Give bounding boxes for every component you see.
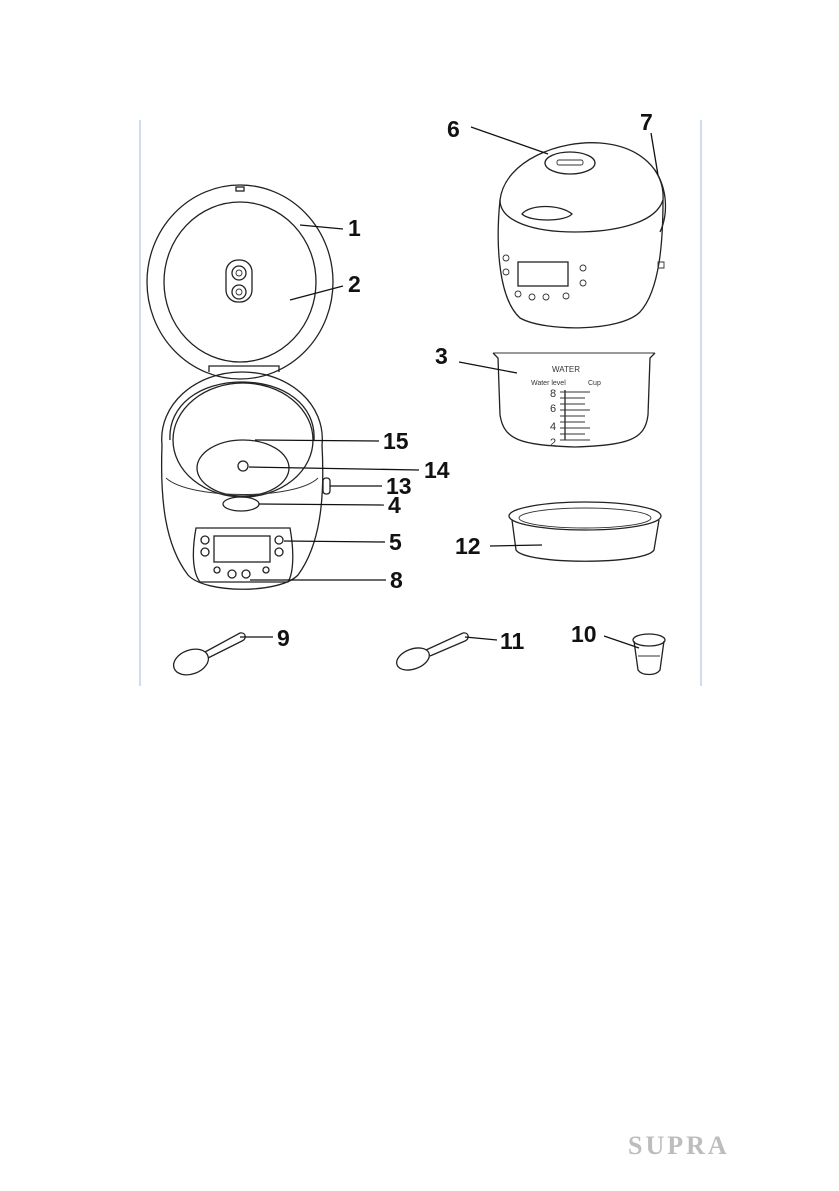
bowl-water-title: WATER: [552, 365, 580, 374]
panel-button-b4: [262, 566, 270, 574]
measuring-cup-body: [633, 640, 665, 676]
callout-1: 1: [348, 215, 361, 241]
measuring-cup-rim: [632, 633, 666, 647]
bowl-mark-6: 6: [550, 403, 556, 415]
open-cooker-illustration: [146, 184, 334, 590]
leader-12: [489, 544, 543, 547]
body-rim-outer: [161, 371, 323, 446]
closed-display: [517, 261, 569, 287]
panel-button-b1: [213, 566, 221, 574]
callout-13: 13: [386, 473, 412, 499]
leader-7: [650, 132, 659, 176]
rice-paddle-head: [172, 648, 210, 676]
callout-10: 10: [571, 621, 597, 647]
closed-cooker-illustration: [497, 142, 667, 329]
callout-15: 15: [383, 428, 409, 454]
closed-lid-button: [521, 205, 573, 221]
steamer-tray-illustration: [508, 501, 662, 562]
cooker-body: [160, 444, 324, 590]
spoon-9-illustration: [172, 632, 246, 676]
leader-15: [254, 439, 380, 442]
power-cord-socket: [654, 169, 667, 233]
measuring-cup-illustration: [632, 633, 666, 676]
panel-button-l1: [200, 535, 210, 545]
ladle-handle: [425, 632, 469, 657]
leader-2: [289, 285, 344, 301]
callout-4: 4: [388, 492, 401, 518]
steam-valve-bottom: [231, 284, 247, 300]
spoon-11-illustration: [396, 632, 469, 671]
panel-button-l2: [200, 547, 210, 557]
callout-3: 3: [435, 343, 448, 369]
callout-11: 11: [500, 628, 525, 654]
closed-lid: [499, 142, 664, 233]
steam-vent-cover: [544, 151, 596, 175]
callout-7: 7: [640, 109, 653, 135]
lid-hinge: [208, 365, 280, 372]
panel-button-b2: [227, 569, 237, 579]
supra-logo: SUPRA: [628, 1131, 730, 1160]
rice-paddle-handle: [204, 632, 246, 659]
bowl-cup-label: Cup: [588, 380, 601, 387]
leader-11: [464, 636, 498, 641]
callout-8: 8: [390, 567, 403, 593]
closed-body: [497, 199, 664, 329]
leader-1: [299, 224, 344, 230]
leader-4: [258, 503, 385, 506]
callout-5: 5: [389, 529, 402, 555]
steamer-body: [511, 519, 660, 562]
bowl-mark-4: 4: [550, 421, 556, 433]
leader-5: [283, 540, 386, 543]
bowl-mark-2: 2: [550, 437, 556, 449]
panel-button-b3: [241, 569, 251, 579]
inner-bowl-outline: [492, 352, 656, 448]
steamer-rim-outer: [508, 501, 662, 531]
leader-10: [603, 635, 640, 649]
side-knob: [322, 477, 331, 495]
body-rim-inner: [169, 381, 315, 441]
callout-9: 9: [277, 625, 290, 651]
steam-valve-top: [231, 265, 247, 281]
leader-14: [248, 466, 420, 471]
callout-2: 2: [348, 271, 361, 297]
display-screen: [213, 535, 271, 563]
panel-button-r1: [274, 535, 284, 545]
ladle-head: [396, 647, 430, 671]
bowl-mark-8: 8: [550, 388, 556, 400]
temperature-sensor: [237, 460, 249, 472]
leader-6: [470, 126, 549, 155]
callout-14: 14: [424, 457, 450, 483]
lid-tab: [235, 186, 245, 192]
lid-outer: [146, 184, 334, 380]
inner-bowl-illustration: WATER Water level Cup 8 6 4 2: [492, 352, 656, 449]
inner-lid-plate: [163, 201, 317, 363]
bowl-water-level-label: Water level: [531, 380, 566, 387]
panel-button-r2: [274, 547, 284, 557]
lid-release-button: [222, 496, 260, 512]
steam-valve-holder: [225, 259, 253, 303]
leader-3: [458, 361, 518, 374]
callout-12: 12: [455, 533, 481, 559]
callout-6: 6: [447, 116, 460, 142]
steamer-rim-inner: [518, 507, 652, 529]
